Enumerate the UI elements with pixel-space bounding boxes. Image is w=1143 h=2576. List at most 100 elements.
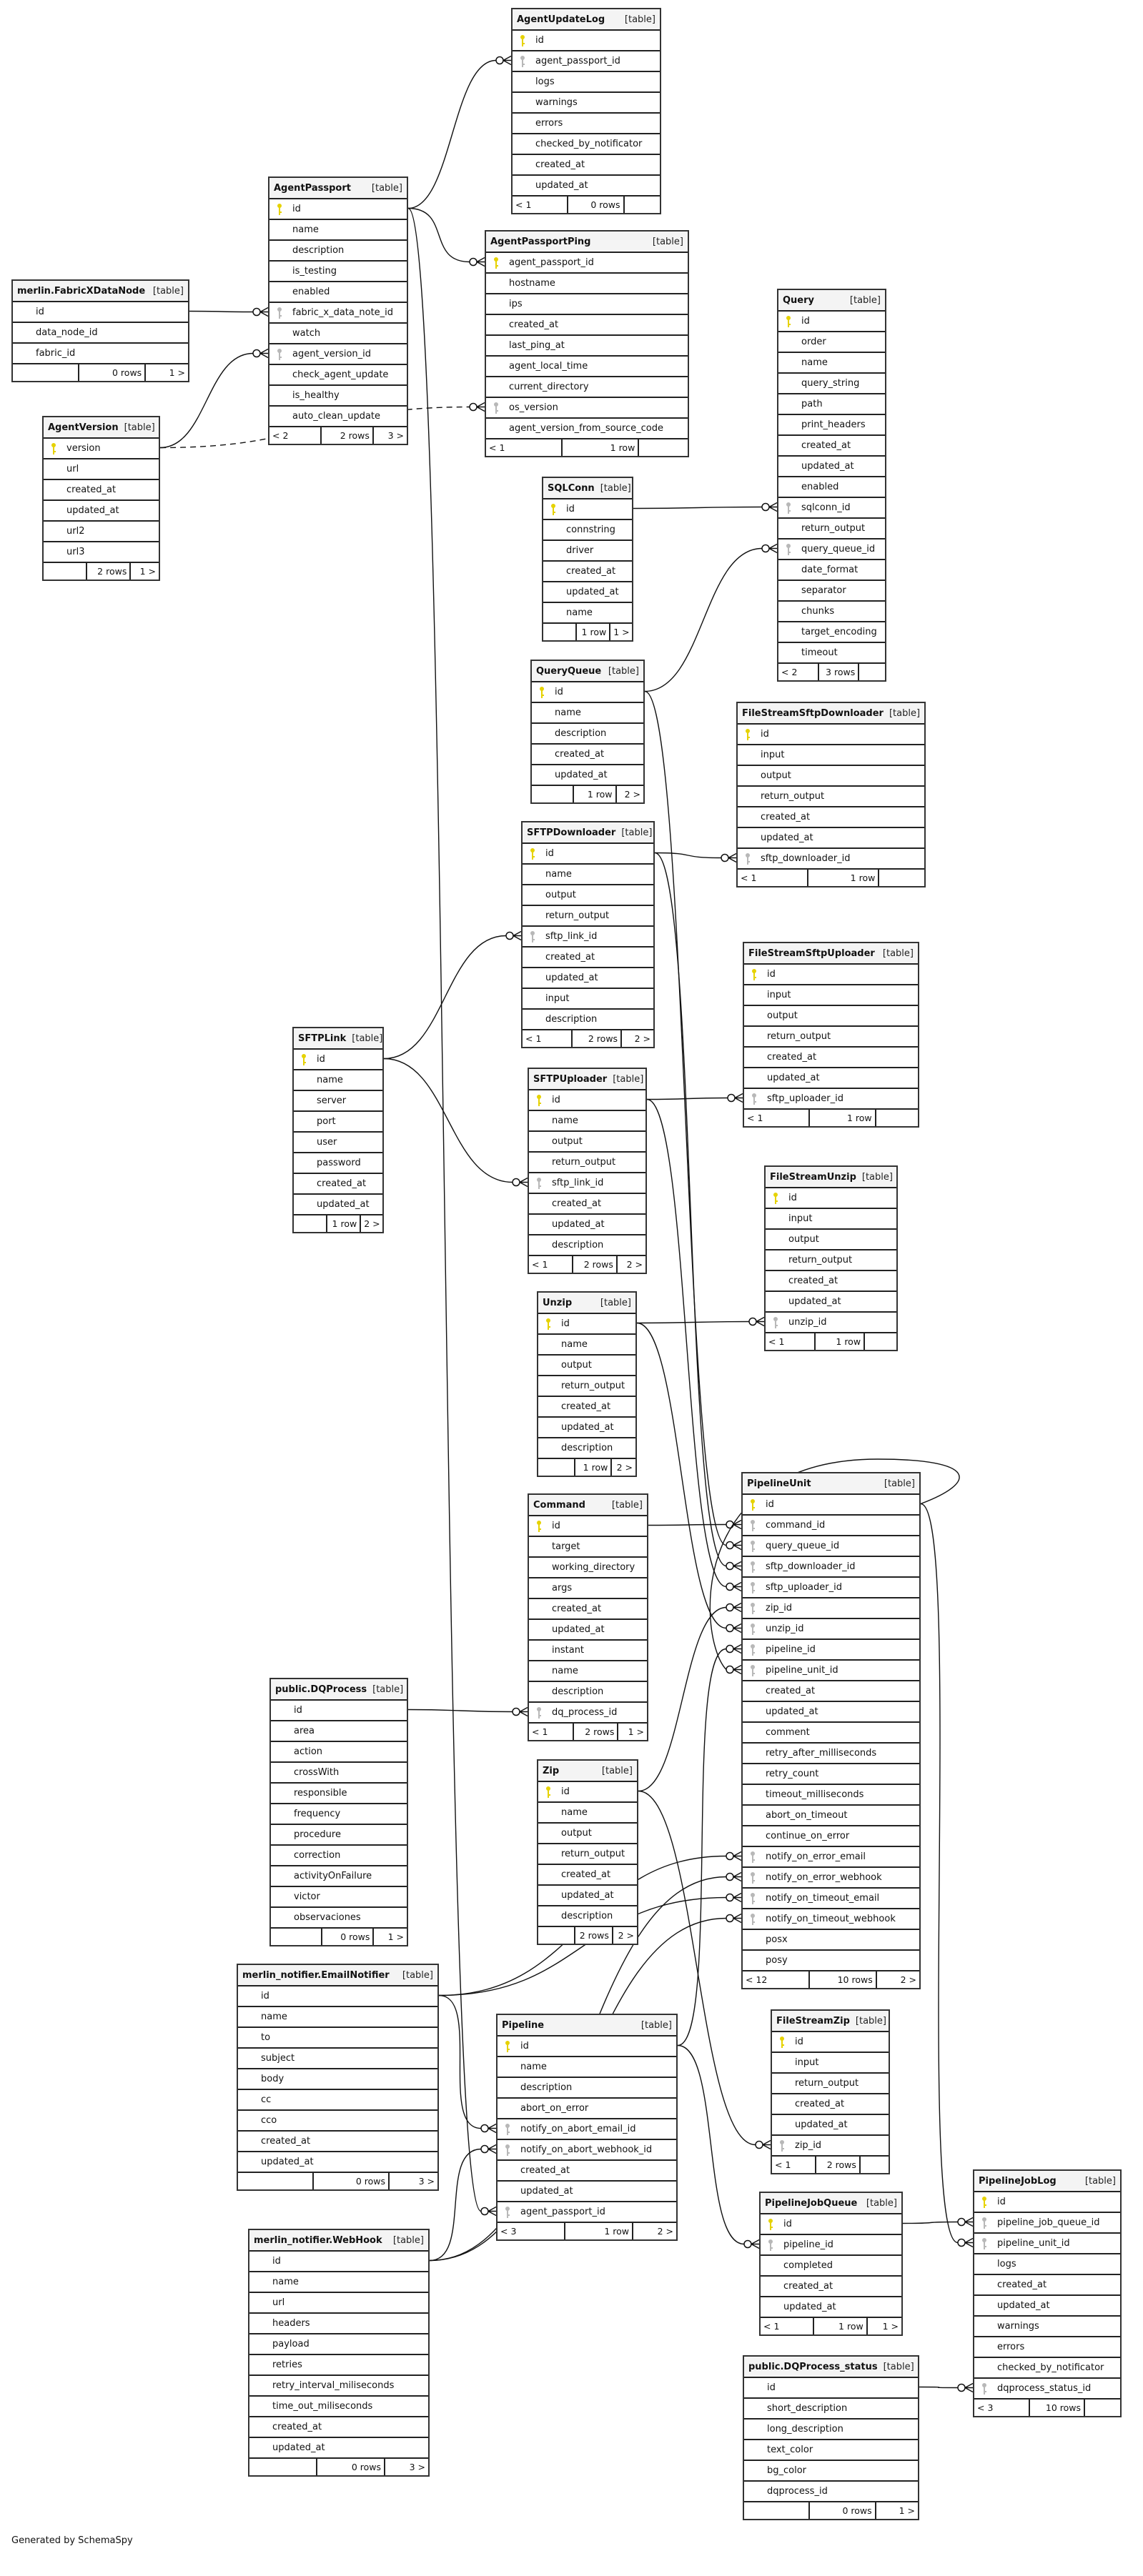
table-title[interactable]: FileStreamSftpUploader [748,948,875,959]
column-row[interactable]: notify_on_error_email [743,1847,919,1868]
parents-link[interactable]: < 1 [772,2157,816,2173]
column-row[interactable]: fabric_x_data_note_id [269,303,407,324]
column-row[interactable]: updated_at [778,457,885,477]
column-row[interactable]: created_at [249,2417,428,2438]
table-header[interactable]: public.DQProcess_status[table] [744,2357,918,2378]
column-row[interactable]: description [269,241,407,262]
column-row[interactable]: warnings [513,93,660,114]
children-link[interactable]: 3 > [409,2462,425,2472]
table-header[interactable]: AgentVersion[table] [44,417,159,439]
parents-link[interactable] [532,786,575,802]
table-header[interactable]: SFTPUploader[table] [529,1069,645,1090]
column-row[interactable]: output [738,766,924,787]
column-row[interactable]: target_encoding [778,622,885,643]
column-row[interactable]: id [772,2032,889,2053]
column-row[interactable]: created_at [44,480,159,501]
table-title[interactable]: SFTPUploader [533,1073,608,1085]
parents-link[interactable]: < 1 [523,1030,573,1047]
column-row[interactable]: created_at [523,948,653,968]
column-row[interactable]: id [523,844,653,865]
table-title[interactable]: merlin_notifier.WebHook [254,2234,382,2246]
column-row[interactable]: errors [974,2337,1120,2358]
column-row[interactable]: watch [269,324,407,344]
column-row[interactable]: sftp_link_id [529,1173,645,1194]
children-link[interactable] [1085,2400,1120,2416]
column-row[interactable]: pipeline_id [761,2235,901,2256]
column-row[interactable]: id [529,1516,647,1537]
table-title[interactable]: PipelineJobLog [979,2175,1057,2187]
column-row[interactable]: timeout_milliseconds [743,1785,919,1806]
table-title[interactable]: QueryQueue [536,665,602,677]
parents-link[interactable] [538,1459,575,1476]
column-row[interactable]: working_directory [529,1558,647,1578]
children-link[interactable] [879,870,924,886]
table-title[interactable]: merlin_notifier.EmailNotifier [242,1969,390,1981]
column-row[interactable]: retries [249,2355,428,2376]
parents-link[interactable]: < 2 [269,427,322,444]
column-row[interactable]: id [738,725,924,745]
column-row[interactable]: driver [543,541,632,562]
parents-link[interactable]: < 2 [778,664,819,680]
column-row[interactable]: time_out_miliseconds [249,2397,428,2417]
column-row[interactable]: updated_at [974,2296,1120,2317]
column-row[interactable]: logs [974,2254,1120,2275]
column-row[interactable]: timeout [778,643,885,664]
children-link[interactable]: 1 > [169,367,185,378]
column-row[interactable]: warnings [974,2317,1120,2337]
column-row[interactable]: correction [271,1846,407,1866]
table-header[interactable]: SFTPLink[table] [294,1028,382,1050]
column-row[interactable]: name [532,703,643,724]
column-row[interactable]: input [772,2053,889,2074]
column-row[interactable]: long_description [744,2420,918,2440]
column-row[interactable]: id [766,1188,896,1209]
column-row[interactable]: dqprocess_status_id [974,2379,1120,2400]
children-link[interactable]: 1 > [628,1726,644,1737]
column-row[interactable]: id [498,2037,676,2057]
column-row[interactable]: agent_passport_id [513,51,660,72]
table-title[interactable]: SFTPDownloader [527,827,616,838]
table-title[interactable]: FileStreamZip [776,2015,850,2027]
column-row[interactable]: url2 [44,522,159,542]
column-row[interactable]: description [498,2078,676,2099]
column-row[interactable]: agent_passport_id [498,2202,676,2223]
column-row[interactable]: dqprocess_id [744,2482,918,2502]
column-row[interactable]: return_output [538,1376,635,1397]
column-row[interactable]: created_at [538,1865,637,1886]
column-row[interactable]: dq_process_id [529,1703,647,1724]
column-row[interactable]: id [249,2252,428,2272]
column-row[interactable]: updated_at [529,1215,645,1235]
column-row[interactable]: continue_on_error [743,1826,919,1847]
column-row[interactable]: id [513,31,660,51]
column-row[interactable]: name [498,2057,676,2078]
column-row[interactable]: abort_on_error [498,2099,676,2119]
table-header[interactable]: public.DQProcess[table] [271,1679,407,1701]
column-row[interactable]: port [294,1112,382,1133]
column-row[interactable]: created_at [294,1174,382,1195]
children-link[interactable]: 2 > [634,1033,650,1044]
column-row[interactable]: retry_after_milliseconds [743,1744,919,1764]
table-title[interactable]: public.DQProcess_status [748,2361,878,2372]
column-row[interactable]: output [523,885,653,906]
column-row[interactable]: name [269,220,407,241]
column-row[interactable]: hostname [486,274,688,294]
column-row[interactable]: os_version [486,398,688,419]
column-row[interactable]: created_at [538,1397,635,1418]
parents-link[interactable]: < 3 [498,2223,565,2239]
column-row[interactable]: description [532,724,643,745]
column-row[interactable]: observaciones [271,1908,407,1929]
column-row[interactable]: comment [743,1723,919,1744]
column-row[interactable]: sftp_downloader_id [738,849,924,870]
column-row[interactable]: updated_at [44,501,159,522]
column-row[interactable]: created_at [761,2277,901,2297]
column-row[interactable]: unzip_id [743,1619,919,1640]
column-row[interactable]: logs [513,72,660,93]
column-row[interactable]: name [294,1070,382,1091]
